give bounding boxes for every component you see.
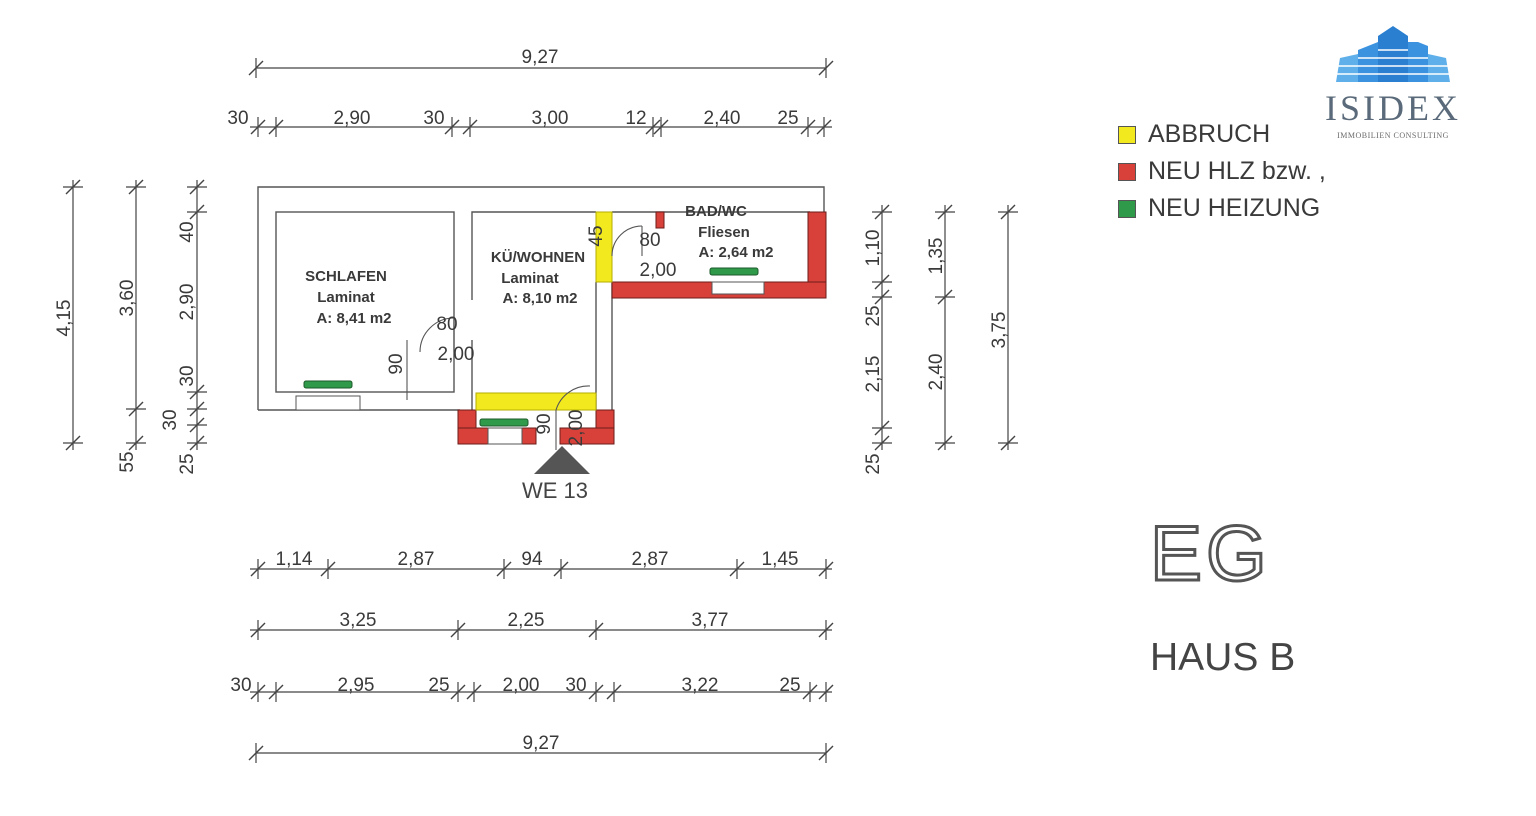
door-dim-k200: 2,00 [640, 260, 677, 281]
dim-b3-6: 3,22 [682, 675, 719, 696]
dim-b1-3: 94 [521, 549, 543, 570]
dim-left-30a: 30 [177, 365, 198, 386]
door-dimensions: 80 2,00 90 45 80 2,00 90 2,00 [386, 225, 676, 446]
legend-label-neu-heizung: NEU HEIZUNG [1148, 194, 1321, 222]
demolition-areas [475, 211, 613, 411]
dim-left-25: 25 [177, 453, 198, 474]
doors [406, 225, 643, 450]
door-dim-k45: 45 [586, 225, 607, 246]
entrance-marker [534, 446, 590, 474]
door-dim-e90: 90 [534, 413, 555, 434]
legend-label-neu-hlz: NEU HLZ bzw. , [1148, 157, 1326, 185]
dim-b3-4: 2,00 [503, 675, 540, 696]
dim-b1-4: 2,87 [632, 549, 669, 570]
dim-b2-2: 2,25 [508, 610, 545, 631]
dim-top-6: 2,40 [704, 108, 741, 129]
dim-b3-2: 2,95 [338, 675, 375, 696]
dim-top-1: 30 [227, 108, 248, 129]
door-dim-e200: 2,00 [566, 410, 587, 447]
walls [257, 186, 825, 411]
dim-b2-1: 3,25 [340, 610, 377, 631]
dim-right-375: 3,75 [989, 312, 1010, 349]
room-bad: BAD/WC Fliesen A: 2,64 m2 [685, 203, 773, 261]
room-name-schlafen: SCHLAFEN [305, 268, 387, 285]
dim-left-360: 3,60 [117, 280, 138, 317]
door-dim-s200: 2,00 [438, 344, 475, 365]
dim-right-25a: 25 [863, 305, 884, 326]
room-kueche: KÜ/WOHNEN Laminat A: 8,10 m2 [491, 249, 585, 307]
door-dim-k80: 80 [639, 230, 660, 251]
legend-item-abbruch: ABBRUCH [1118, 116, 1326, 153]
dim-right-110: 1,10 [863, 230, 884, 267]
dim-left-415: 4,15 [54, 300, 75, 337]
windows [295, 281, 765, 445]
legend-item-neu-heizung: NEU HEIZUNG [1118, 190, 1326, 227]
room-name-kueche: KÜ/WOHNEN [491, 249, 585, 266]
dim-top-3: 30 [423, 108, 444, 129]
room-floor-bad: Fliesen [698, 224, 750, 241]
bottom-overall-dimension: 9,27 [248, 733, 834, 764]
dim-b3-3: 25 [428, 675, 449, 696]
house-label: HAUS B [1150, 636, 1296, 679]
dim-b1-1: 1,14 [276, 549, 313, 570]
bottom-dimension-row1: 1,14 2,87 94 2,87 1,45 [250, 549, 834, 580]
dim-left-30b: 30 [160, 409, 181, 430]
legend-item-neu-hlz: NEU HLZ bzw. , [1118, 153, 1326, 190]
dim-top-5: 12 [625, 108, 646, 129]
legend-swatch-green [1118, 199, 1136, 218]
room-floor-kueche: Laminat [501, 270, 559, 287]
door-dim-s80: 80 [436, 314, 457, 335]
dim-right-240: 2,40 [926, 354, 947, 391]
left-dimensions: 4,15 3,60 55 40 2,90 30 30 25 [54, 179, 208, 475]
door-dim-s90: 90 [386, 353, 407, 374]
dim-right-135: 1,35 [926, 238, 947, 275]
legend-swatch-yellow [1118, 125, 1136, 144]
dim-right-25b: 25 [863, 453, 884, 474]
floor-label: EG [1149, 508, 1271, 599]
dim-bottom-overall: 9,27 [523, 733, 560, 754]
bottom-dimension-row2: 3,25 2,25 3,77 [250, 610, 834, 641]
dim-left-40: 40 [177, 221, 198, 242]
dim-top-overall: 9,27 [522, 47, 559, 68]
room-area-bad: A: 2,64 m2 [698, 244, 773, 261]
dim-left-290: 2,90 [177, 284, 198, 321]
bottom-dimension-row3: 30 2,95 25 2,00 30 3,22 25 [230, 675, 834, 703]
dim-b2-3: 3,77 [692, 610, 729, 631]
room-name-bad: BAD/WC [685, 203, 747, 220]
top-overall-dimension: 9,27 [248, 47, 834, 79]
dim-top-4: 3,00 [532, 108, 569, 129]
dim-right-215: 2,15 [863, 356, 884, 393]
right-dimensions: 1,10 25 2,15 25 1,35 2,40 3,75 [863, 204, 1019, 475]
legend: ABBRUCH NEU HLZ bzw. , NEU HEIZUNG [1118, 116, 1326, 227]
dim-b3-7: 25 [779, 675, 800, 696]
room-area-kueche: A: 8,10 m2 [502, 290, 577, 307]
dim-top-2: 2,90 [334, 108, 371, 129]
dim-b1-5: 1,45 [762, 549, 799, 570]
room-schlafen: SCHLAFEN Laminat A: 8,41 m2 [305, 268, 391, 327]
dim-b3-1: 30 [230, 675, 251, 696]
heating-units [303, 267, 759, 427]
top-detail-dimension: 30 2,90 30 3,00 12 2,40 25 [227, 108, 832, 138]
dim-b3-5: 30 [565, 675, 586, 696]
isidex-logo: ISIDEX IMMOBILIEN CONSULTING [1318, 22, 1468, 152]
unit-label: WE 13 [522, 478, 589, 503]
dim-left-55: 55 [117, 451, 138, 472]
room-area-schlafen: A: 8,41 m2 [316, 310, 391, 327]
logo-name: ISIDEX [1325, 88, 1461, 128]
legend-label-abbruch: ABBRUCH [1148, 120, 1271, 148]
building-logo-icon [1336, 26, 1450, 82]
logo-subtitle: IMMOBILIEN CONSULTING [1337, 131, 1449, 140]
room-floor-schlafen: Laminat [317, 289, 375, 306]
dim-top-7: 25 [777, 108, 798, 129]
dim-b1-2: 2,87 [398, 549, 435, 570]
legend-swatch-red [1118, 162, 1136, 181]
